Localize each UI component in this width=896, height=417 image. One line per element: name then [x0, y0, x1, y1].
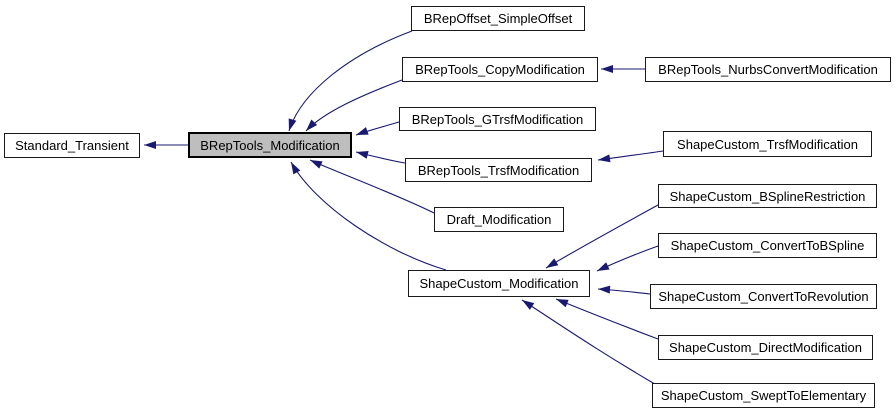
node-breptools-nurbsconvertmodification[interactable]: BRepTools_NurbsConvertModification — [645, 57, 891, 82]
edge-simpleoffset-to-breptoolsmod — [288, 30, 413, 132]
edge-converttobspline-to-scmod — [596, 245, 659, 272]
node-shapecustom-bsplinerestriction[interactable]: ShapeCustom_BSplineRestriction — [658, 184, 877, 208]
edge-sctrsfmod-to-breptoolstrsfmod — [597, 150, 664, 163]
node-shapecustom-swepttoelementary[interactable]: ShapeCustom_SweptToElementary — [652, 383, 875, 408]
node-breptools-trsfmodification[interactable]: BRepTools_TrsfModification — [405, 158, 592, 182]
node-shapecustom-modification[interactable]: ShapeCustom_Modification — [408, 270, 590, 297]
edge-bsplinerestriction-to-scmod — [545, 204, 659, 269]
node-breptools-modification[interactable]: BRepTools_Modification — [188, 132, 352, 158]
edge-copymod-to-breptoolsmod — [305, 79, 403, 132]
edge-gtrsfmod-to-breptoolsmod — [355, 121, 400, 136]
edge-shapecustommod-to-breptoolsmod — [290, 161, 447, 271]
node-breptools-gtrsfmodification[interactable]: BRepTools_GTrsfModification — [399, 107, 596, 131]
node-breptools-copymodification[interactable]: BRepTools_CopyModification — [402, 57, 598, 82]
node-shapecustom-converttorevolution[interactable]: ShapeCustom_ConvertToRevolution — [650, 284, 877, 309]
node-shapecustom-converttobspline[interactable]: ShapeCustom_ConvertToBSpline — [658, 233, 877, 258]
edge-directmod-to-scmod — [555, 298, 659, 340]
edge-converttorevolution-to-scmod — [597, 285, 651, 295]
node-shapecustom-directmodification[interactable]: ShapeCustom_DirectModification — [658, 335, 873, 360]
node-brepoffset-simpleoffset[interactable]: BRepOffset_SimpleOffset — [411, 6, 585, 31]
edge-swepttoelementary-to-scmod — [521, 299, 661, 388]
edge-draftmod-to-breptoolsmod — [309, 159, 435, 214]
edge-trsfmod-to-breptoolsmod — [355, 151, 406, 164]
node-standard-transient[interactable]: Standard_Transient — [4, 133, 140, 158]
node-draft-modification[interactable]: Draft_Modification — [434, 207, 564, 232]
node-shapecustom-trsfmodification[interactable]: ShapeCustom_TrsfModification — [663, 131, 872, 157]
